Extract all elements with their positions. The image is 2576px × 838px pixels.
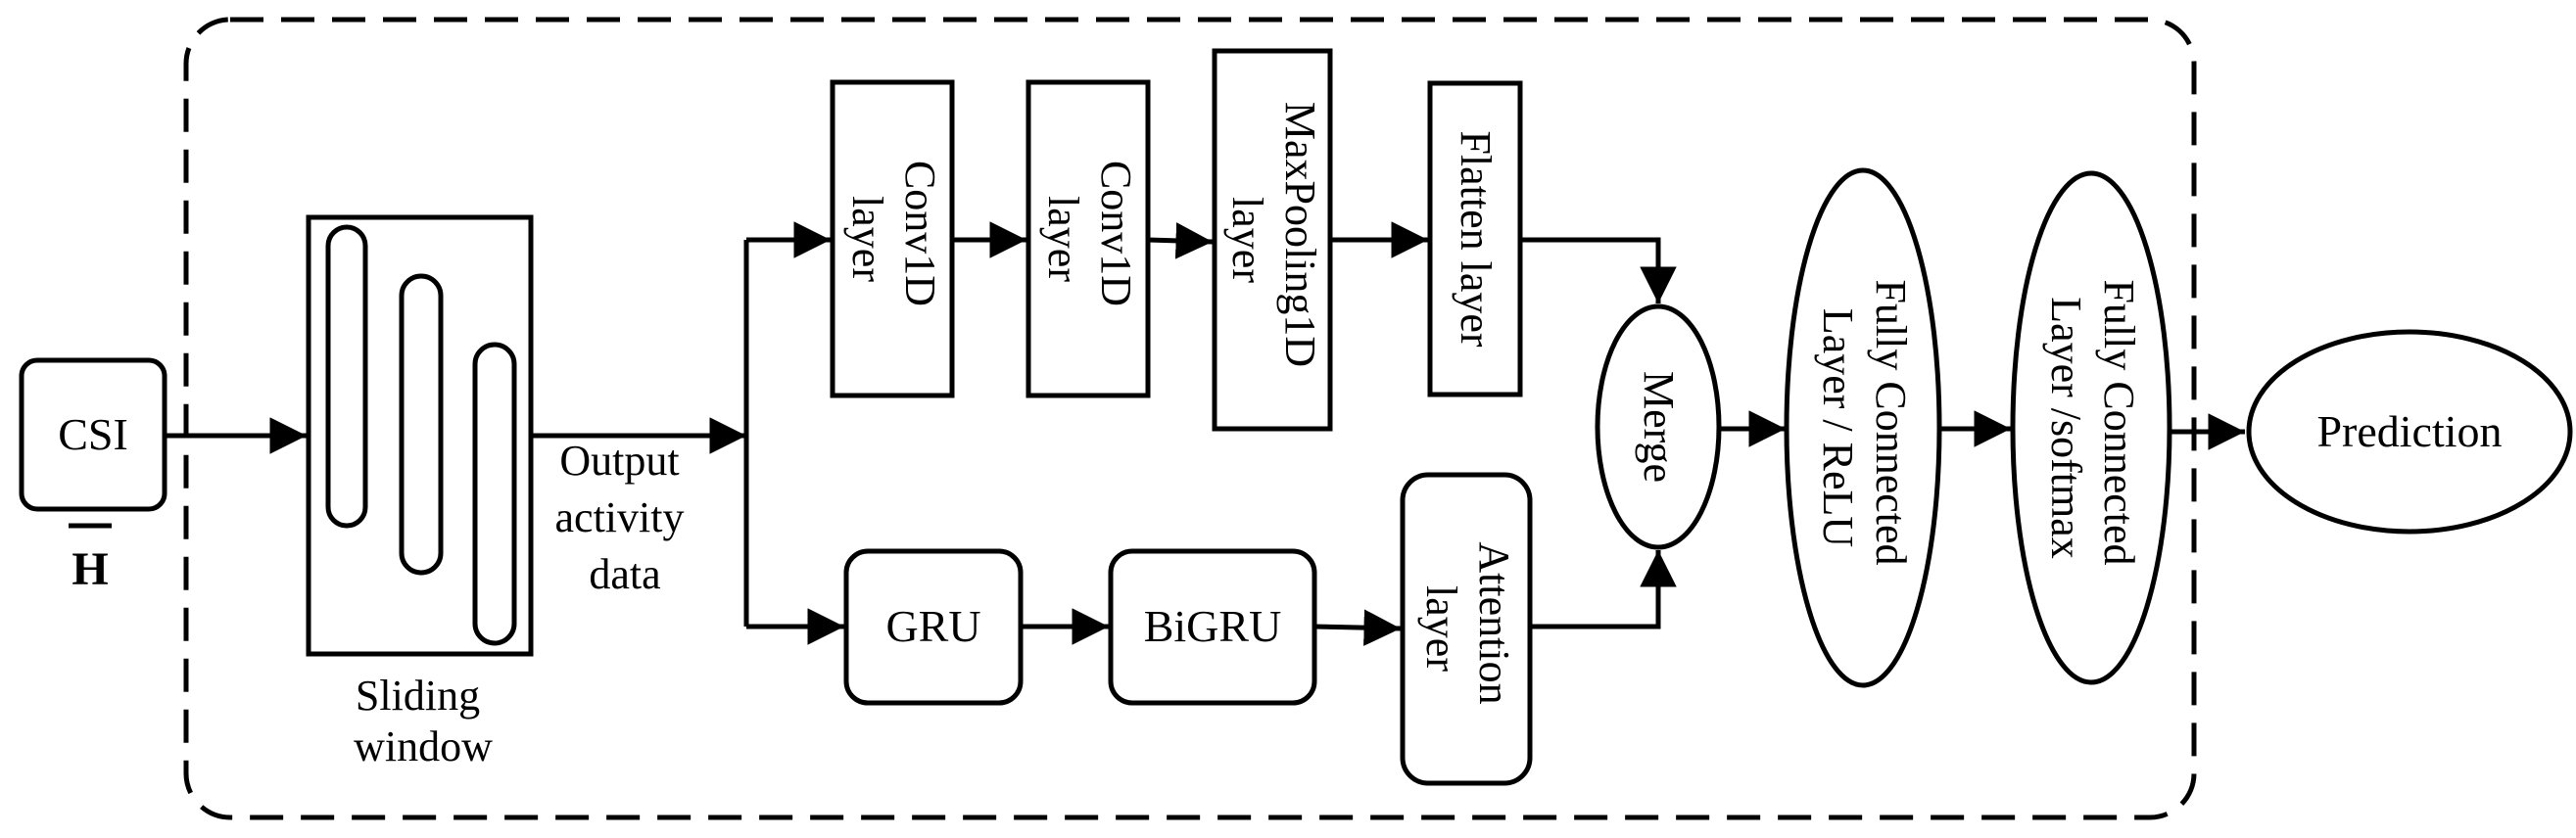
conv1d-layer-1-label: Conv1D layer bbox=[843, 161, 944, 317]
bigru-box bbox=[1108, 548, 1317, 706]
conv1d-layer-2-box bbox=[1026, 79, 1151, 398]
conv1d-layer-1-box bbox=[830, 79, 955, 398]
flatten-layer-label: Flatten layer bbox=[1452, 130, 1500, 347]
merge-label: Merge bbox=[1635, 371, 1683, 483]
window-segment-2 bbox=[399, 273, 444, 576]
gru-label: GRU bbox=[885, 601, 980, 651]
arrow-flatten-to-merge bbox=[1520, 237, 1677, 303]
csi-input-label: CSI bbox=[58, 409, 128, 459]
prediction-node bbox=[2246, 329, 2573, 535]
flatten-layer-box bbox=[1427, 80, 1523, 397]
sliding-window-caption: Sliding window bbox=[354, 672, 493, 770]
gru-box bbox=[843, 548, 1024, 706]
fc-softmax-node bbox=[2010, 170, 2172, 685]
arrow-bigru-to-attention bbox=[1313, 609, 1402, 646]
window-segment-1 bbox=[325, 224, 368, 529]
h-matrix-symbol: H bbox=[72, 543, 108, 595]
output-activity-data-label: Output activity data bbox=[555, 437, 695, 598]
csi-input-box bbox=[19, 357, 167, 512]
fc-relu-node bbox=[1784, 167, 1942, 688]
prediction-label: Prediction bbox=[2316, 406, 2502, 456]
bigru-label: BiGRU bbox=[1144, 601, 1282, 651]
fc-softmax-label: Fully Connected Layer /softmax bbox=[2042, 279, 2143, 576]
attention-layer-label: Attention layer bbox=[1417, 541, 1518, 715]
window-segment-3 bbox=[472, 342, 517, 646]
attention-layer-box bbox=[1400, 472, 1533, 786]
dashed-frame bbox=[183, 17, 2197, 820]
arrow-conv2-to-pool bbox=[1147, 222, 1214, 259]
conv1d-layer-2-label: Conv1D layer bbox=[1039, 161, 1140, 317]
fc-relu-label: Fully Connected Layer / ReLU bbox=[1814, 279, 1915, 576]
arrow-attention-to-merge bbox=[1530, 550, 1677, 629]
maxpooling1d-layer-box bbox=[1212, 48, 1333, 432]
maxpooling1d-layer-label: MaxPooling1D layer bbox=[1223, 102, 1324, 378]
merge-node bbox=[1595, 303, 1722, 550]
